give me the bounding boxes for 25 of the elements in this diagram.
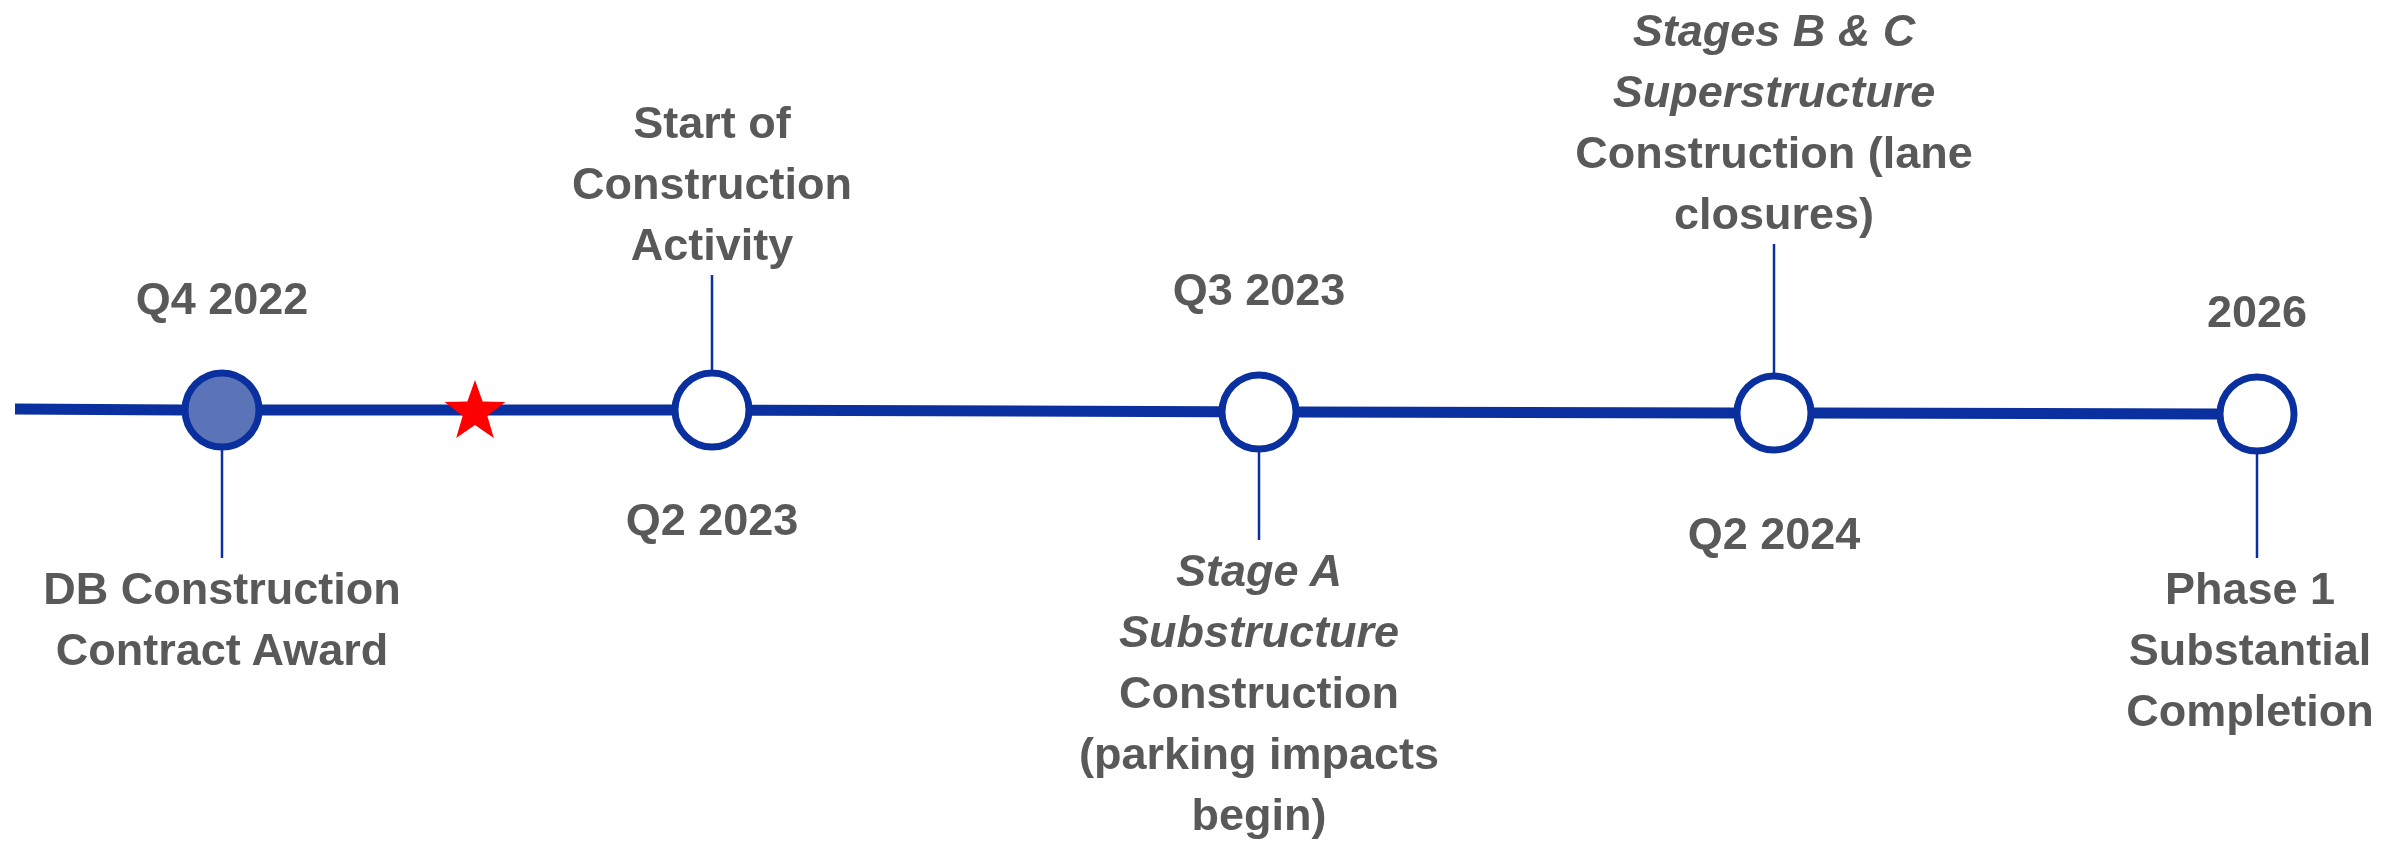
leader-line <box>1257 452 1261 540</box>
milestone-circle <box>2216 373 2298 455</box>
milestone-description: Phase 1 Substantial Completion <box>2102 558 2398 741</box>
milestone-circle <box>671 369 753 451</box>
milestone-description: Stages B & C Superstructure Construction (lane closures) <box>1554 0 1994 244</box>
leader-line <box>220 450 224 558</box>
milestone-circle <box>181 369 263 451</box>
milestone-circle <box>1733 372 1815 454</box>
timeline-line <box>1814 407 2217 420</box>
date-label: Q2 2024 <box>1686 507 1862 561</box>
date-label: Q3 2023 <box>1171 263 1347 317</box>
timeline-line <box>1299 406 1734 419</box>
milestone-description: Stage A Substructure Construction (parking impacts begin) <box>1059 540 1459 845</box>
timeline-line <box>752 404 1219 418</box>
timeline-line <box>14 403 183 416</box>
leader-line <box>1772 244 1776 373</box>
timeline-line <box>262 404 672 416</box>
date-label: 2026 <box>2205 285 2309 339</box>
milestone-description: DB Construction Contract Award <box>0 558 457 680</box>
leader-line <box>710 275 714 370</box>
leader-line <box>2255 454 2259 558</box>
date-label: Q2 2023 <box>624 493 800 547</box>
date-label: Q4 2022 <box>134 272 310 326</box>
milestone-circle <box>1218 371 1300 453</box>
milestone-description: Start of Construction Activity <box>532 92 892 275</box>
